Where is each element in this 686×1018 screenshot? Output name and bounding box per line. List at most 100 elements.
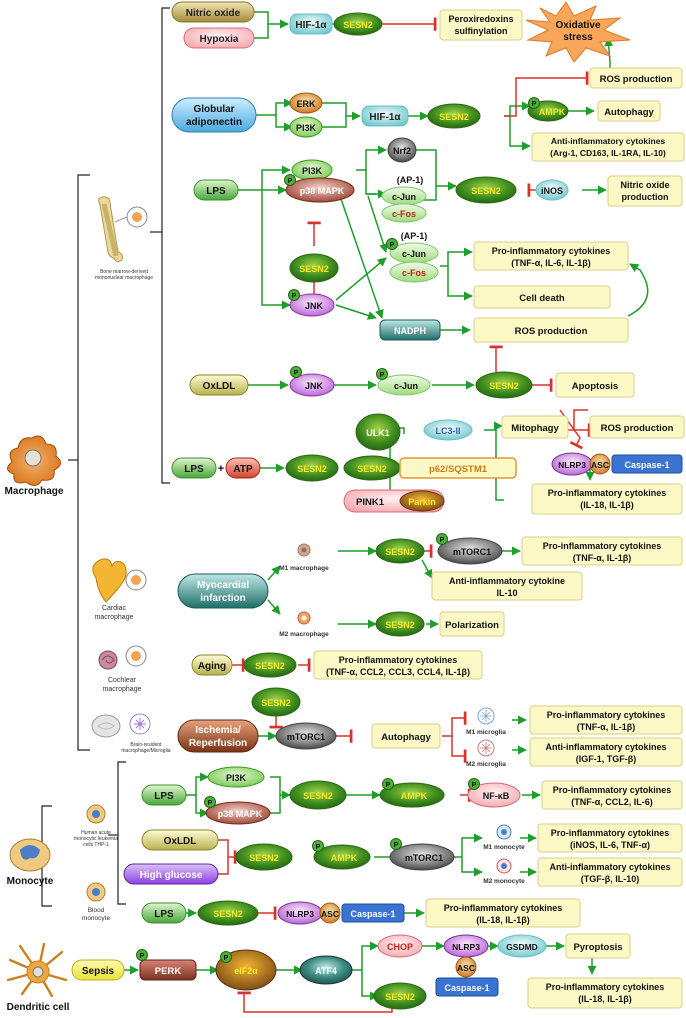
mtorc1-node-2	[275, 722, 337, 750]
apoptosis-label: Apoptosis	[572, 381, 618, 392]
jnk-node-1	[289, 293, 335, 317]
nitric-oxide-label: Nitric oxide	[186, 8, 241, 19]
globular-adiponectin-node	[171, 97, 257, 133]
cardiac-label-line2: macrophage	[95, 614, 134, 621]
thp1-label-line1: Human acute	[81, 830, 111, 836]
perox-line2: sulfinylation	[454, 26, 507, 36]
lps-label-4: LPS	[154, 909, 174, 920]
dendritic-cell-label: Dendritic cell	[7, 1002, 70, 1013]
m1-macrophage-icon	[297, 543, 311, 557]
sesn2-label-7: SESN2	[357, 464, 387, 474]
phospho-label: P	[472, 782, 477, 789]
cfos-label-2: c-Fos	[402, 268, 426, 278]
lps-node-4	[141, 902, 187, 924]
thp1-cell-icon	[86, 804, 106, 824]
m1-monocyte-label: M1 monocyte	[483, 844, 525, 851]
ros-label-3: ROS production	[601, 423, 674, 434]
brain-label-line1: Brain-resident	[130, 742, 162, 748]
autophagy-label-2: Autophagy	[381, 732, 431, 743]
blood-label-line1: Blood	[88, 907, 105, 914]
asc-label-1: ASC	[591, 460, 609, 470]
no-prod-line1: Nitric oxide	[620, 180, 669, 190]
sesn2-node-3	[455, 176, 517, 204]
pyroptosis-box	[565, 933, 631, 959]
sesn2-label-3: SESN2	[471, 186, 501, 196]
parkin-node	[399, 490, 445, 512]
heart-icon	[92, 558, 147, 603]
m1-microglia-icon	[477, 707, 495, 725]
hypoxia-node	[183, 27, 255, 49]
mtorc1-label-2: mTORC1	[287, 732, 325, 742]
cell-death-box	[473, 285, 611, 309]
proinf-il18-b-line1: Pro-inflammatory cytokines	[444, 903, 563, 913]
phospho-marker	[386, 238, 398, 250]
bone-icon	[98, 196, 148, 263]
dendritic-cell-icon	[6, 942, 68, 998]
cfos-label-1: c-Fos	[392, 209, 416, 219]
phospho-label: P	[394, 842, 399, 849]
antiinf-tgf-line2: (TGF-β, IL-10)	[581, 874, 640, 884]
inos-label: iNOS	[541, 186, 563, 196]
high-glucose-node	[123, 863, 219, 885]
m2-microglia-label: M2 microglia	[466, 761, 506, 768]
sepsis-node	[71, 959, 125, 981]
p38-mapk-node-2	[205, 801, 271, 825]
perk-node	[139, 959, 197, 981]
brackets	[41, 7, 170, 907]
lps-label-2: LPS	[184, 464, 204, 475]
aging-label: Aging	[198, 661, 226, 672]
parkin-label: Parkin	[408, 497, 436, 507]
aging-node	[191, 654, 233, 676]
sesn2-node-15	[373, 982, 427, 1010]
nlrp3-label-1: NLRP3	[558, 460, 586, 470]
proinf-il18-line1: Pro-inflammatory cytokines	[548, 488, 667, 498]
globular-line2: adiponectin	[186, 117, 242, 128]
pro-inflammatory-box-6	[541, 780, 683, 810]
phospho-marker	[136, 949, 148, 961]
sesn2-node-5	[475, 371, 533, 399]
pi3k-label-1: PI3K	[296, 123, 317, 133]
proinf-il18-c-line2: (IL-18, IL-1β)	[578, 994, 632, 1004]
jnk-node-2	[289, 373, 335, 397]
ap1-label-1: (AP-1)	[397, 175, 424, 185]
proinf-inos-line1: Pro-inflammatory cytokines	[551, 828, 670, 838]
asc-node-3	[455, 956, 477, 978]
ampk-label-1: AMPK	[539, 107, 566, 117]
plus-sign: +	[218, 463, 224, 475]
brain-icon	[91, 713, 151, 738]
casp1-label-1: Caspase-1	[624, 460, 669, 470]
sesn2-label-2: SESN2	[439, 112, 469, 122]
ap1-label-2: (AP-1)	[401, 231, 428, 241]
phospho-label: P	[380, 372, 385, 379]
phospho-marker	[288, 289, 300, 301]
antiinf-il10-line1: Anti-inflammatory cytokine	[449, 576, 565, 586]
ampk-node-2	[379, 782, 445, 808]
sesn2-node-6	[285, 454, 339, 482]
cardiac-label-line1: Cardiac	[102, 605, 127, 612]
autophagy-label-1: Autophagy	[604, 107, 654, 118]
phospho-label: P	[440, 537, 445, 544]
inos-node	[535, 179, 569, 201]
oxstress-line1: Oxidative	[555, 20, 600, 31]
phospho-label: P	[532, 101, 537, 108]
ulk1-node	[355, 413, 401, 451]
m1-monocyte-icon	[496, 824, 512, 840]
ampk-label-3: AMPK	[331, 853, 358, 863]
phospho-marker	[220, 951, 232, 963]
sesn2-label-5: SESN2	[489, 381, 519, 391]
sesn2-label-1: SESN2	[343, 20, 373, 30]
blood-label-line2: monocyte	[82, 915, 111, 922]
nrf2-node	[387, 137, 417, 163]
ros-label-1: ROS production	[600, 74, 673, 85]
m2-macrophage-label: M2 macrophage	[279, 631, 329, 638]
ampk-label-2: AMPK	[401, 791, 428, 801]
ischemia-line2: Reperfusion	[189, 738, 247, 749]
cjun-label-2: c-Jun	[402, 249, 426, 259]
oxidative-stress-burst	[525, 1, 631, 63]
mtorc1-node-3	[389, 843, 455, 871]
phospho-marker	[290, 366, 302, 378]
asc-label-2: ASC	[321, 909, 339, 919]
phospho-label: P	[386, 782, 391, 789]
antiinf1-line2: (Arg-1, CD163, IL-1RA, IL-10)	[550, 148, 666, 158]
